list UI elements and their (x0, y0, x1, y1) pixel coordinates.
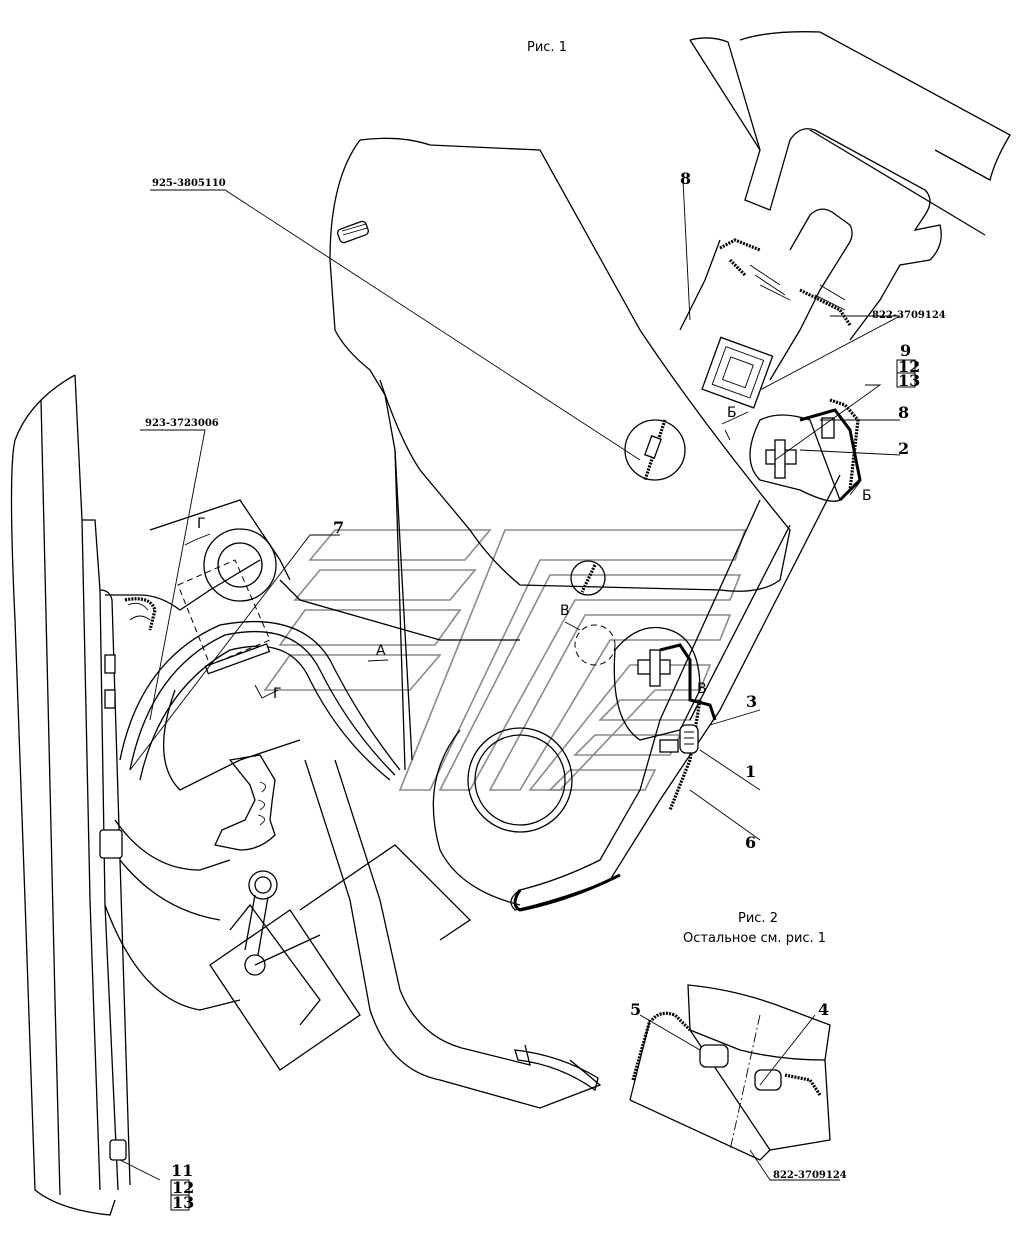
callout-5: 5 (630, 1000, 641, 1019)
callout-6: 6 (745, 833, 756, 852)
callout-2: 2 (898, 439, 909, 458)
part-number-cover-fig2: 822-3709124 (773, 1170, 847, 1181)
part-number-cover: 822-3709124 (872, 310, 946, 321)
callout-1: 1 (745, 762, 756, 781)
steering-column (679, 31, 1011, 381)
detail-views (570, 398, 862, 811)
bolt (104, 689, 116, 709)
callout-7: 7 (333, 518, 344, 537)
watermark (263, 529, 747, 791)
fig2-title: Рис. 2 (738, 911, 778, 926)
dashboard-panel (10, 374, 261, 1216)
callout-13-bottom: 13 (172, 1193, 194, 1212)
callout-3: 3 (746, 692, 757, 711)
section-mark-g-bottom: Г (273, 686, 282, 702)
bolt-head (109, 1139, 127, 1161)
callout-13-right: 13 (898, 371, 920, 390)
section-mark-b-right: Б (862, 488, 872, 504)
bolt (104, 654, 116, 674)
callout-8-left: 8 (680, 169, 691, 188)
callout-8-right: 8 (898, 403, 909, 422)
callout-12-bottom: 12 (172, 1178, 194, 1197)
section-mark-g-top: Г (197, 516, 206, 532)
section-mark-v-right: В (697, 681, 707, 697)
cable-harness (119, 499, 401, 791)
callout-12-right: 12 (898, 357, 920, 376)
part-number-bracket: 923-3723006 (145, 418, 219, 429)
grommet-1 (679, 724, 699, 754)
figure-2-detail (629, 984, 831, 1161)
bolt-head (99, 829, 123, 859)
brake-fluid-reservoir (329, 137, 791, 771)
part-number-reservoir: 925-3805110 (152, 178, 226, 189)
section-mark-a: А (376, 643, 386, 659)
callout-9: 9 (900, 341, 911, 360)
section-mark-b-top: Б (727, 405, 737, 421)
fig1-title: Рис. 1 (527, 40, 567, 55)
fig2-note: Остальное см. рис. 1 (683, 931, 826, 946)
leader-lines (119, 178, 901, 1181)
pedal-assembly (209, 474, 841, 1109)
section-marks (184, 411, 861, 699)
grommet (701, 336, 774, 409)
callout-4: 4 (818, 1000, 829, 1019)
section-mark-v-left: В (560, 603, 570, 619)
callout-11: 11 (171, 1161, 193, 1180)
